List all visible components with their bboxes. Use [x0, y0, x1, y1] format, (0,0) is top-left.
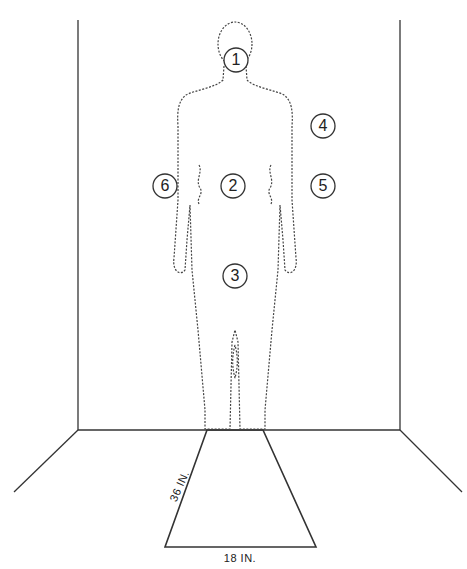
callout-circle: 4 — [310, 113, 336, 139]
right-waist-mark — [269, 165, 272, 204]
right-wall-corner — [399, 20, 400, 430]
circle-outline — [223, 264, 247, 288]
floor-mat — [165, 430, 316, 547]
callout-number: 5 — [319, 178, 328, 194]
left-waist-mark — [198, 165, 201, 204]
circle-outline — [311, 174, 335, 198]
callout-circle: 1 — [223, 47, 249, 73]
callout-number: 3 — [231, 268, 240, 284]
floor-left-line — [14, 430, 78, 492]
callout-circle: 6 — [152, 173, 178, 199]
callout-circle: 2 — [220, 173, 246, 199]
dimension-label: 18 IN. — [224, 552, 256, 564]
floor-right-line — [400, 430, 462, 492]
body — [174, 66, 297, 429]
circle-outline — [221, 174, 245, 198]
person-outline — [174, 22, 297, 429]
callout-circle: 5 — [310, 173, 336, 199]
callout-circle: 3 — [222, 263, 248, 289]
callout-number: 1 — [232, 52, 241, 68]
circle-outline — [311, 114, 335, 138]
callout-number: 4 — [319, 118, 328, 134]
callout-number: 6 — [161, 178, 170, 194]
left-wall-corner — [77, 20, 78, 430]
callout-number: 2 — [229, 178, 238, 194]
circle-outline — [224, 48, 248, 72]
knee-gap — [233, 345, 238, 378]
circle-outline — [153, 174, 177, 198]
